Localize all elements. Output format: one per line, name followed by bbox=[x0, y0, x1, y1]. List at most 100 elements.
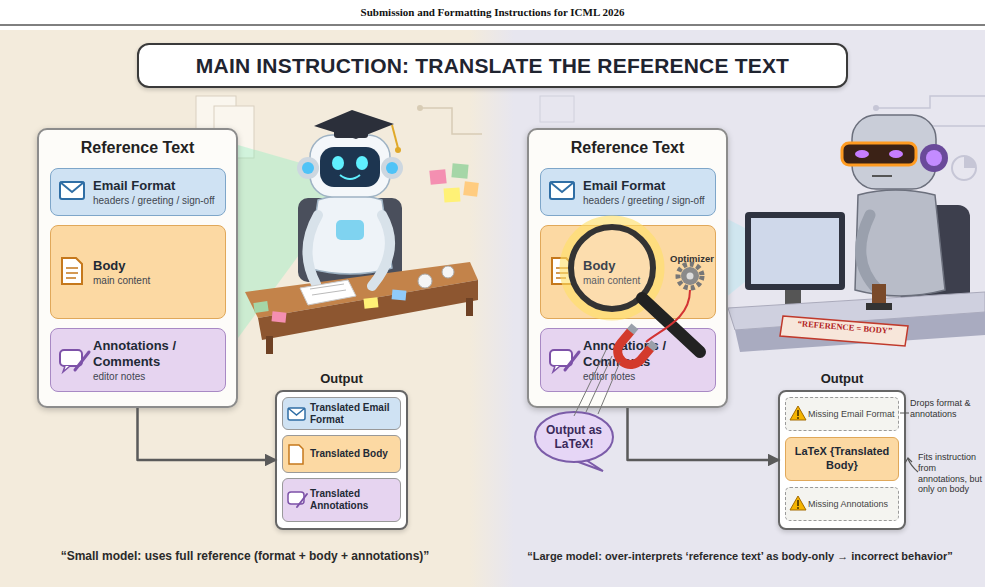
node-heading: Missing Annotations bbox=[808, 499, 888, 510]
circuit-node bbox=[417, 105, 423, 111]
screen-glow bbox=[700, 205, 745, 318]
monitor-screen bbox=[751, 218, 839, 284]
robot-head bbox=[310, 135, 390, 197]
callout-note: Drops format & annotations bbox=[910, 398, 984, 420]
speech-bubble-tail bbox=[573, 458, 603, 471]
rubber-stamp bbox=[872, 284, 886, 304]
annotation-icon bbox=[288, 492, 304, 504]
warning-icon bbox=[797, 507, 799, 509]
speech-bubble-shape bbox=[535, 412, 613, 462]
desk-leg bbox=[466, 298, 473, 316]
robot-head bbox=[852, 115, 936, 189]
pencil-icon bbox=[565, 352, 579, 370]
header-rule bbox=[0, 25, 985, 26]
robot-glasses bbox=[842, 143, 916, 165]
node-subtext: main content bbox=[93, 275, 219, 286]
faint-paper bbox=[196, 96, 236, 148]
node-heading: Body bbox=[93, 258, 219, 274]
node-heading: Translated Body bbox=[310, 448, 388, 460]
speech-bubble-shape bbox=[533, 410, 615, 472]
warning-icon bbox=[790, 406, 806, 420]
optimizer-gear bbox=[681, 267, 699, 285]
magnet bbox=[609, 323, 658, 372]
robot-headphone bbox=[386, 162, 398, 174]
paper-line bbox=[310, 284, 344, 289]
desk-leg bbox=[266, 336, 273, 354]
robot-headphone bbox=[381, 157, 403, 179]
rubber-stamp bbox=[866, 303, 892, 310]
chair bbox=[900, 205, 970, 305]
desk-front bbox=[735, 312, 985, 352]
node-subtext: headers / greeting / sign-off bbox=[583, 195, 709, 206]
circuit-trace bbox=[900, 125, 985, 127]
node-heading: Translated Annotations bbox=[310, 488, 396, 512]
right-panel bbox=[492, 30, 985, 587]
leader-line bbox=[900, 413, 909, 414]
leader-arrowhead bbox=[905, 458, 912, 463]
robot-headphone bbox=[926, 150, 942, 166]
warning-icon bbox=[797, 410, 799, 416]
callout-note: Fits instruction from annotations, but o… bbox=[918, 452, 984, 495]
magnifier-handle bbox=[642, 298, 700, 352]
crumpled-paper bbox=[442, 266, 454, 278]
node-heading: Output bbox=[277, 371, 406, 386]
node-heading: Body bbox=[583, 258, 709, 274]
node-heading: Annotations / Comments bbox=[93, 338, 219, 369]
warning-icon bbox=[797, 500, 799, 506]
node-heading: Email Format bbox=[583, 178, 709, 194]
latex-box: LaTeX {Translated Body} bbox=[785, 437, 899, 481]
magnet-tip bbox=[627, 323, 638, 334]
sticky-note bbox=[272, 311, 287, 322]
section-box: Bodymain content bbox=[50, 225, 226, 319]
circuit-node bbox=[873, 105, 879, 111]
robot-headphone bbox=[920, 144, 948, 172]
output-item: Translated Annotations bbox=[282, 478, 401, 522]
node-heading: Annotations / Comments bbox=[583, 338, 709, 369]
monitor bbox=[745, 212, 845, 290]
crumpled-paper bbox=[418, 274, 432, 288]
annotation-icon bbox=[553, 366, 560, 372]
sticky-note bbox=[392, 289, 407, 300]
sticky-note bbox=[253, 301, 268, 313]
robot-mouth bbox=[872, 175, 892, 177]
magnet-field-line bbox=[574, 350, 620, 416]
flow-connector bbox=[138, 408, 276, 460]
desk-top bbox=[245, 262, 478, 318]
missing-item: Missing Email Format bbox=[785, 397, 899, 431]
robot-chest-panel bbox=[336, 220, 364, 240]
title-banner: MAIN INSTRUCTION: TRANSLATE THE REFERENC… bbox=[137, 43, 848, 88]
faint-paper bbox=[540, 96, 574, 122]
reference-box: Reference TextEmail Formatheaders / gree… bbox=[527, 128, 728, 408]
document-icon bbox=[62, 258, 82, 284]
leader-arrow bbox=[908, 459, 918, 472]
circuit-trace bbox=[420, 108, 482, 134]
output-box: OutputTranslated Email FormatTranslated … bbox=[275, 390, 408, 530]
robot-eye bbox=[356, 156, 368, 170]
magnet-tip bbox=[647, 340, 658, 351]
sticky-note bbox=[364, 297, 379, 308]
section-box: Annotations / Comments editor notes bbox=[540, 328, 716, 392]
node-heading: Output bbox=[780, 371, 904, 386]
desk-plate bbox=[780, 316, 908, 346]
optimizer-wire bbox=[646, 290, 690, 342]
sticky-note bbox=[463, 181, 479, 197]
panel-caption: “Large model: over-interprets ‘reference… bbox=[498, 550, 982, 562]
output-item: Translated Email Format bbox=[282, 397, 401, 430]
robot-eye bbox=[332, 156, 344, 170]
node-subtext: editor notes bbox=[583, 371, 709, 382]
document-icon bbox=[66, 268, 78, 278]
robot-smile bbox=[340, 175, 360, 179]
warning-icon bbox=[790, 496, 806, 510]
part-name: Optimizer bbox=[662, 253, 722, 264]
node-heading: Email Format bbox=[93, 178, 219, 194]
node-heading: Output as LaTeX! bbox=[542, 423, 606, 452]
desk-front bbox=[258, 280, 478, 340]
robot-headphone bbox=[297, 157, 319, 179]
envelope-icon bbox=[550, 182, 574, 199]
paper-line bbox=[312, 290, 346, 295]
